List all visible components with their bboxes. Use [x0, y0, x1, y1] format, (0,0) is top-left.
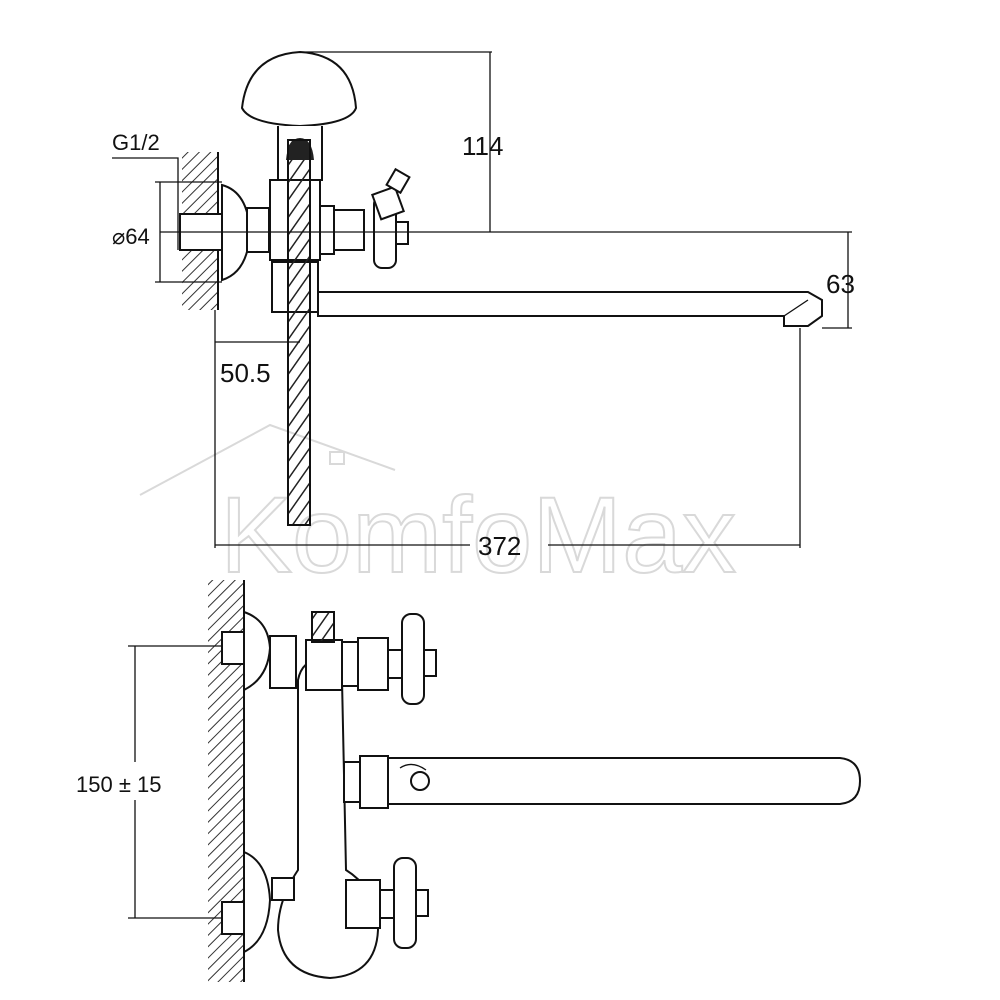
- dimension-lines: [112, 51, 852, 548]
- upper-cross-handle: [401, 613, 437, 705]
- front-elevation-view: 150 ± 15: [76, 580, 862, 982]
- spout-length-label: 372: [478, 531, 521, 561]
- spout: [317, 291, 823, 327]
- spout-front: [387, 757, 862, 805]
- shower-holder: [240, 50, 358, 128]
- inlet-spacing-dimension: [128, 645, 222, 919]
- lower-cross-handle: [393, 857, 429, 949]
- spout-drop-label: 63: [826, 269, 855, 299]
- inlet-spacing-label: 150 ± 15: [76, 772, 161, 797]
- watermark: KomfoMax: [139, 423, 737, 596]
- mixer-body: [276, 658, 380, 980]
- cross-handle: [370, 167, 411, 269]
- shower-hose: [287, 139, 311, 526]
- wall-offset-label: 50.5: [220, 358, 271, 388]
- thread-label: G1/2: [112, 130, 160, 155]
- hose-connector: [311, 611, 335, 643]
- side-elevation-view: G1/2 ⌀64 114 63 50.5 372: [112, 50, 855, 561]
- house-icon: [139, 423, 396, 496]
- height-above-spout-label: 114: [462, 131, 503, 161]
- diameter-label: ⌀64: [112, 224, 150, 249]
